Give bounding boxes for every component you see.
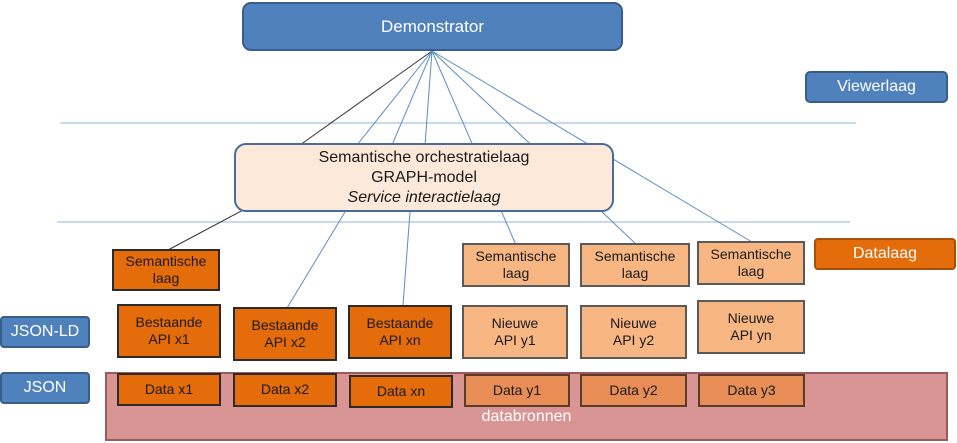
link-demonstrator-orch-3 bbox=[391, 50, 433, 146]
semantic-layer-x1-label: Semantische laag bbox=[125, 252, 207, 287]
api-yn-line1: Nieuwe bbox=[727, 309, 775, 326]
data-y2: Data y2 bbox=[580, 374, 687, 407]
databronnen-label: databronnen bbox=[481, 408, 572, 425]
data-y1-label: Data y1 bbox=[492, 381, 542, 398]
semantic-layer-y1-label: Semantische laag bbox=[475, 247, 557, 282]
semantic-layer-yn-label: Semantische laag bbox=[710, 245, 792, 280]
data-x2-label: Data x2 bbox=[260, 381, 310, 398]
api-y2-line2: API y2 bbox=[612, 332, 655, 348]
json-ld-label-box: JSON-LD bbox=[0, 316, 90, 348]
api-yn: Nieuwe API yn bbox=[697, 300, 805, 354]
data-y3-label: Data y3 bbox=[727, 381, 776, 398]
orchestration-service-layer: Service interactielaag bbox=[347, 188, 501, 206]
api-xn: Bestaande API xn bbox=[348, 305, 452, 359]
semantic-layer-y2: Semantische laag bbox=[580, 243, 690, 287]
api-x1-line1: Bestaande bbox=[135, 313, 203, 330]
json-label: JSON bbox=[23, 379, 67, 396]
semantic-layer-y2-label: Semantische laag bbox=[594, 247, 676, 282]
api-y1-line2: API y1 bbox=[494, 332, 536, 348]
link-demonstrator-orch-2 bbox=[356, 50, 433, 146]
orchestration-box: Semantische orchestratielaag GRAPH-model… bbox=[234, 143, 614, 212]
api-x1-line2: API x1 bbox=[148, 331, 190, 347]
viewerlaag-box: Viewerlaag bbox=[805, 71, 948, 103]
data-y3: Data y3 bbox=[698, 374, 805, 407]
api-y2: Nieuwe API y2 bbox=[580, 305, 687, 359]
demonstrator-label: Demonstrator bbox=[381, 16, 484, 36]
api-x2: Bestaande API x2 bbox=[233, 307, 337, 361]
api-x1: Bestaande API x1 bbox=[117, 304, 221, 358]
api-x2-line1: Bestaande bbox=[251, 316, 319, 333]
api-yn-line2: API yn bbox=[730, 327, 772, 343]
api-xn-line1: Bestaande bbox=[366, 314, 434, 331]
semantic-layer-x1: Semantische laag bbox=[112, 249, 220, 291]
data-y1: Data y1 bbox=[464, 374, 570, 407]
semantic-layer-y1: Semantische laag bbox=[462, 243, 570, 287]
data-x2: Data x2 bbox=[233, 373, 337, 407]
api-x2-line2: API x2 bbox=[264, 334, 306, 350]
data-y2-label: Data y2 bbox=[609, 381, 658, 398]
link-orchestration-api-xn bbox=[402, 211, 411, 306]
api-y1-line1: Nieuwe bbox=[491, 314, 539, 331]
api-y2-line1: Nieuwe bbox=[610, 314, 657, 331]
link-demonstrator-orchestration bbox=[299, 50, 433, 146]
datalaag-box: Datalaag bbox=[814, 238, 956, 270]
orchestration-graph-model: GRAPH-model bbox=[371, 168, 477, 186]
api-xn-line2: API xn bbox=[379, 332, 421, 348]
datalaag-label: Datalaag bbox=[852, 245, 918, 262]
api-y1: Nieuwe API y1 bbox=[462, 305, 568, 359]
demonstrator-box: Demonstrator bbox=[242, 2, 623, 51]
viewerlaag-label: Viewerlaag bbox=[837, 78, 916, 95]
orchestration-title: Semantische orchestratielaag bbox=[318, 148, 530, 166]
link-demonstrator-orch-4 bbox=[424, 50, 433, 146]
link-orchestration-api-x2 bbox=[286, 211, 346, 309]
data-x1-label: Data x1 bbox=[144, 380, 194, 397]
json-label-box: JSON bbox=[0, 372, 90, 404]
data-xn: Data xn bbox=[349, 375, 453, 408]
semantic-layer-yn: Semantische laag bbox=[697, 241, 805, 285]
json-ld-label: JSON-LD bbox=[10, 323, 80, 340]
data-x1: Data x1 bbox=[117, 373, 221, 406]
data-xn-label: Data xn bbox=[376, 382, 426, 399]
